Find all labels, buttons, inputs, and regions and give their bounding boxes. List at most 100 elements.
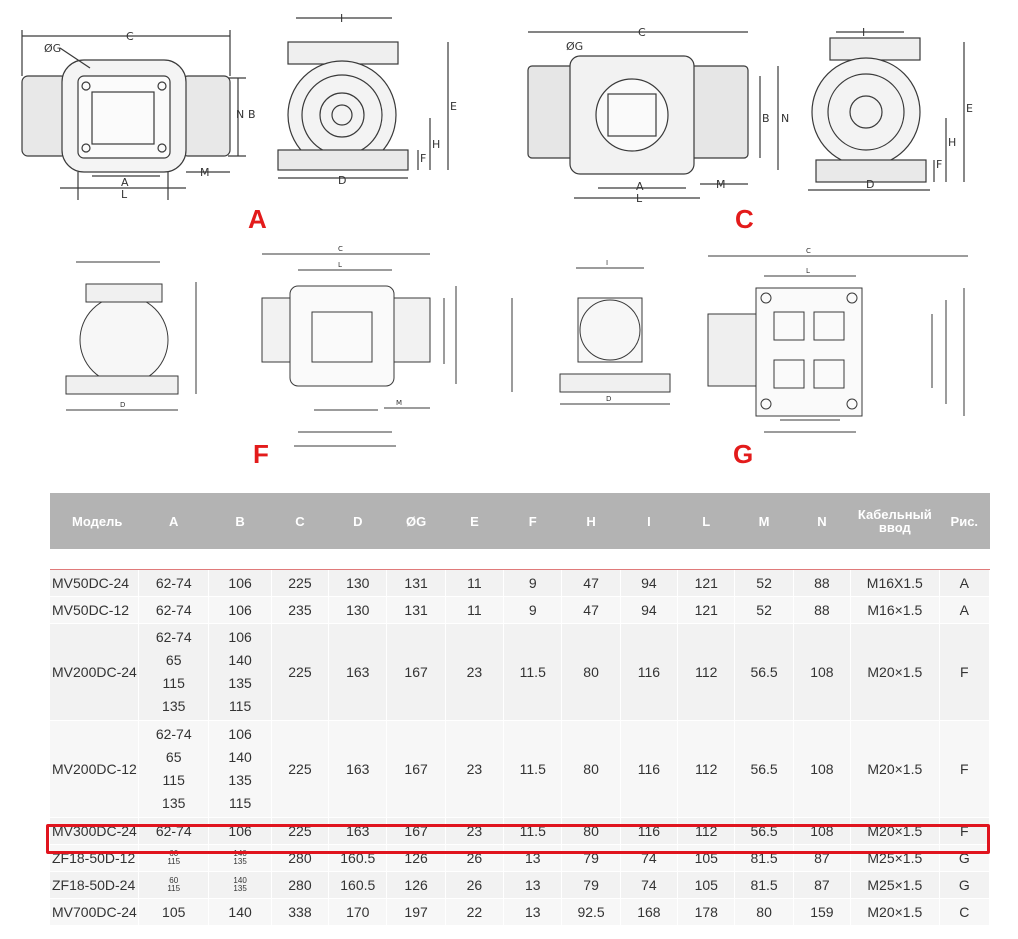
cell-b: 140 <box>208 898 272 926</box>
dim-g-a: ØG <box>44 42 61 55</box>
cell-c: 235 <box>271 596 330 624</box>
cell-l: 121 <box>677 596 736 624</box>
cell-value: 115 <box>162 675 185 691</box>
header-f: F <box>503 493 562 549</box>
figure-c-side-view <box>808 31 965 191</box>
cell-model: MV50DC-24 <box>50 569 140 597</box>
cell-l: 112 <box>677 720 736 818</box>
dim-f-c: F <box>936 158 942 171</box>
cell-g: 167 <box>386 817 446 845</box>
cell-c: 280 <box>271 844 330 872</box>
cell-value: 140 <box>228 903 252 920</box>
dim-f-a: F <box>420 152 426 165</box>
cell-model: MV700DC-24 <box>50 898 140 926</box>
header-spacer <box>50 549 990 570</box>
cell-fig: C <box>939 898 991 926</box>
table-header-row: Модель A B C D ØG E F H I L M N Кабельны… <box>50 493 990 549</box>
cell-e: 11 <box>445 569 505 597</box>
cell-m: 81.5 <box>734 844 794 872</box>
dim-d-a: D <box>338 174 346 187</box>
cell-h: 92.5 <box>561 898 621 926</box>
cell-m: 56.5 <box>734 720 794 818</box>
cell-d: 163 <box>328 817 388 845</box>
header-l: L <box>677 493 735 549</box>
cell-d: 170 <box>328 898 388 926</box>
cell-value: 62-74 <box>155 574 192 591</box>
dim-b-c: B <box>762 112 770 125</box>
cell-value: 135 <box>233 884 247 893</box>
figure-a-side-view <box>277 17 449 179</box>
cell-l: 105 <box>677 844 736 872</box>
dim-c-c: C <box>638 26 646 39</box>
cell-model: MV200DC-12 <box>50 720 140 818</box>
cell-fig: F <box>939 720 991 818</box>
dim-d-g: D <box>606 395 611 403</box>
cell-cable: M16X1.5 <box>850 569 940 597</box>
cell-n: 108 <box>793 623 852 721</box>
dim-i-c: I <box>862 26 865 39</box>
cell-f: 13 <box>503 898 563 926</box>
cell-e: 26 <box>445 871 505 899</box>
cell-h: 80 <box>561 817 621 845</box>
cell-model: MV300DC-24 <box>50 817 140 845</box>
dim-h-c: H <box>948 136 956 149</box>
cell-value: 65 <box>165 652 182 668</box>
cell-c: 225 <box>271 623 330 721</box>
figure-g-top-view <box>707 255 968 433</box>
spacer-cell <box>50 549 990 570</box>
cell-h: 47 <box>561 569 621 597</box>
header-model: Модель <box>50 493 139 549</box>
cell-g: 167 <box>386 623 446 721</box>
cell-h: 80 <box>561 720 621 818</box>
cell-d: 163 <box>328 623 388 721</box>
cell-value: 140 <box>228 749 252 765</box>
cell-i: 116 <box>620 720 679 818</box>
cell-i: 94 <box>620 596 679 624</box>
dim-e-c: E <box>966 102 973 115</box>
dim-a-a: A <box>121 176 129 189</box>
cell-a: 62-74 <box>138 596 210 624</box>
cell-i: 74 <box>620 844 679 872</box>
cell-g: 131 <box>386 596 446 624</box>
cell-i: 116 <box>620 623 679 721</box>
cell-fig: G <box>939 844 991 872</box>
cell-g: 126 <box>386 844 446 872</box>
dim-l-g: L <box>806 267 810 275</box>
dim-c-a: C <box>126 30 134 43</box>
cell-c: 225 <box>271 720 330 818</box>
header-g: ØG <box>386 493 446 549</box>
cell-value: 115 <box>162 772 185 788</box>
dim-c-f: C <box>338 245 343 253</box>
cell-f: 13 <box>503 871 563 899</box>
figure-g-side-view <box>511 267 671 405</box>
header-a: A <box>138 493 209 549</box>
dim-l-f: L <box>338 261 342 269</box>
cell-g: 167 <box>386 720 446 818</box>
cell-value: 135 <box>233 857 247 866</box>
cell-b: 106 <box>208 596 272 624</box>
header-h: H <box>561 493 621 549</box>
figure-c-top-view <box>527 31 779 199</box>
cell-g: 197 <box>386 898 446 926</box>
cell-c: 280 <box>271 871 330 899</box>
cell-value: 135 <box>162 698 186 714</box>
cell-l: 121 <box>677 569 736 597</box>
cell-value: 106 <box>228 629 252 645</box>
cell-i: 116 <box>620 817 679 845</box>
cell-model: ZF18-50D-12 <box>50 844 140 872</box>
cell-n: 88 <box>793 596 852 624</box>
cell-model: MV200DC-24 <box>50 623 140 721</box>
dim-b-a: B <box>248 108 256 121</box>
cell-m: 56.5 <box>734 623 794 721</box>
figure-label-a: A <box>248 204 267 234</box>
figure-label-f: F <box>253 439 269 469</box>
dim-l-c: L <box>636 192 643 205</box>
